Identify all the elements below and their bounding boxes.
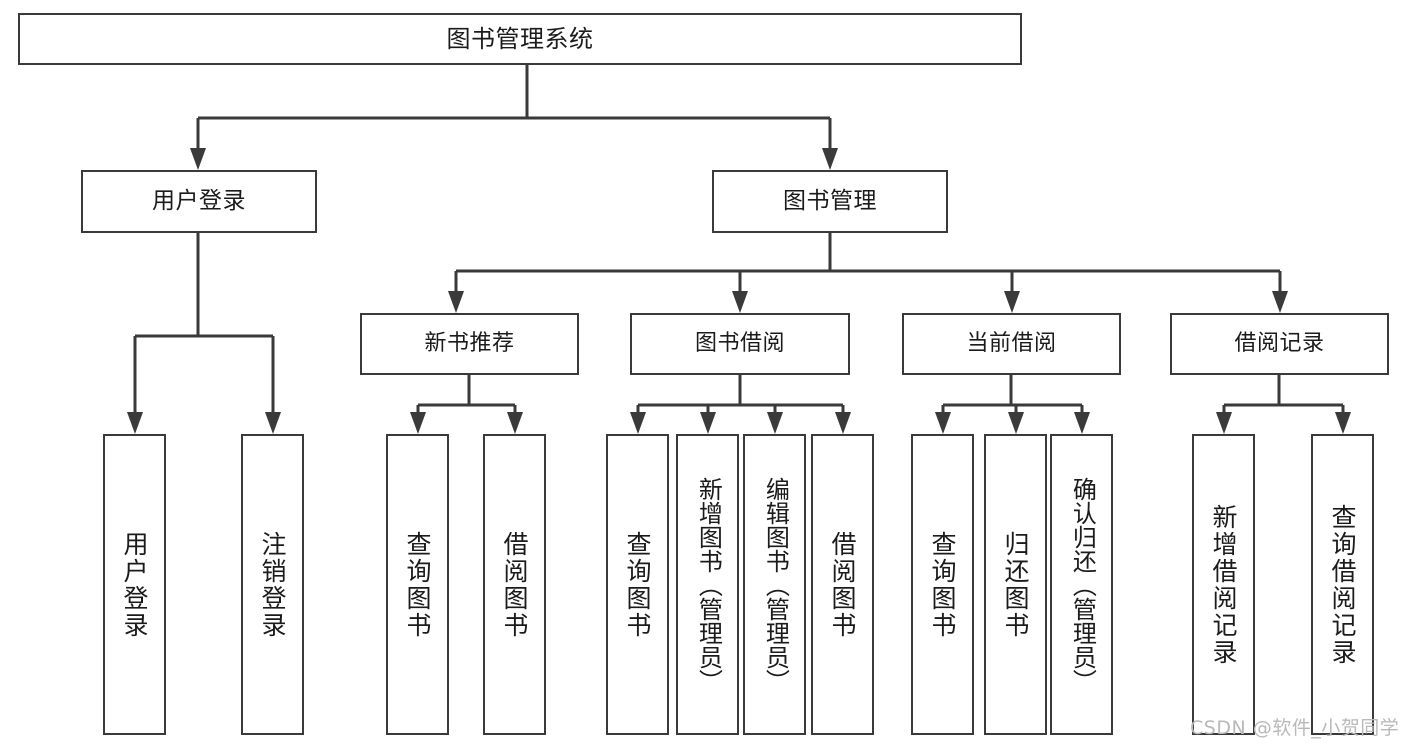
node-leaf-query-book-2: 查询图书	[606, 434, 669, 735]
node-leaf-borrow-book-2: 借阅图书	[811, 434, 874, 735]
node-label: 用户登录	[120, 530, 149, 639]
node-label: 查询图书	[403, 530, 432, 639]
node-leaf-edit-book-admin: 编辑图书（管理员）	[743, 434, 806, 735]
node-label: 借阅记录	[1234, 331, 1325, 357]
connector-borrow-record-bus	[1216, 375, 1351, 434]
node-leaf-logout-login: 注销登录	[241, 434, 304, 735]
node-current-borrow: 当前借阅	[902, 313, 1121, 375]
node-label: 确认归还（管理员）	[1068, 476, 1097, 693]
node-leaf-query-book-1: 查询图书	[386, 434, 449, 735]
node-label: 新增借阅记录	[1209, 503, 1238, 666]
node-book-borrow: 图书借阅	[630, 313, 850, 375]
node-leaf-confirm-return-admin: 确认归还（管理员）	[1050, 434, 1113, 735]
node-label: 新书推荐	[424, 331, 515, 357]
node-leaf-borrow-book-1: 借阅图书	[483, 434, 546, 735]
connector-book-manage-bus	[448, 233, 1288, 313]
node-leaf-return-book: 归还图书	[984, 434, 1047, 735]
node-label: 新增图书（管理员）	[694, 476, 723, 693]
watermark-text: CSDN @软件_小贺同学	[1190, 717, 1400, 739]
connector-root-bus	[190, 65, 838, 170]
node-label: 归还图书	[1001, 530, 1030, 639]
node-label: 用户登录	[152, 187, 246, 214]
node-leaf-add-book-admin: 新增图书（管理员）	[676, 434, 739, 735]
node-root: 图书管理系统	[18, 13, 1022, 65]
node-leaf-add-borrow-record: 新增借阅记录	[1192, 434, 1255, 735]
node-label: 查询借阅记录	[1328, 503, 1357, 666]
connector-new-book-bus	[410, 375, 523, 434]
node-label: 查询图书	[623, 530, 652, 639]
node-book-manage: 图书管理	[712, 170, 948, 233]
node-label: 编辑图书（管理员）	[761, 476, 790, 693]
connector-book-borrow-bus	[630, 375, 851, 434]
node-leaf-query-book-3: 查询图书	[911, 434, 974, 735]
node-label: 借阅图书	[500, 530, 529, 639]
node-label: 当前借阅	[966, 331, 1057, 357]
node-label: 图书管理	[783, 187, 877, 214]
node-label: 注销登录	[258, 530, 287, 639]
node-label: 图书借阅	[694, 331, 785, 357]
node-borrow-record: 借阅记录	[1170, 313, 1389, 375]
node-new-book-recommend: 新书推荐	[360, 313, 579, 375]
node-leaf-user-login: 用户登录	[103, 434, 166, 735]
node-user-login: 用户登录	[81, 170, 317, 233]
node-label: 借阅图书	[828, 530, 857, 639]
connector-user-login-bus	[127, 233, 281, 434]
node-label: 图书管理系统	[446, 24, 594, 53]
node-label: 查询图书	[928, 530, 957, 639]
connector-current-borrow-bus	[935, 375, 1090, 434]
node-leaf-query-borrow-record: 查询借阅记录	[1311, 434, 1374, 735]
